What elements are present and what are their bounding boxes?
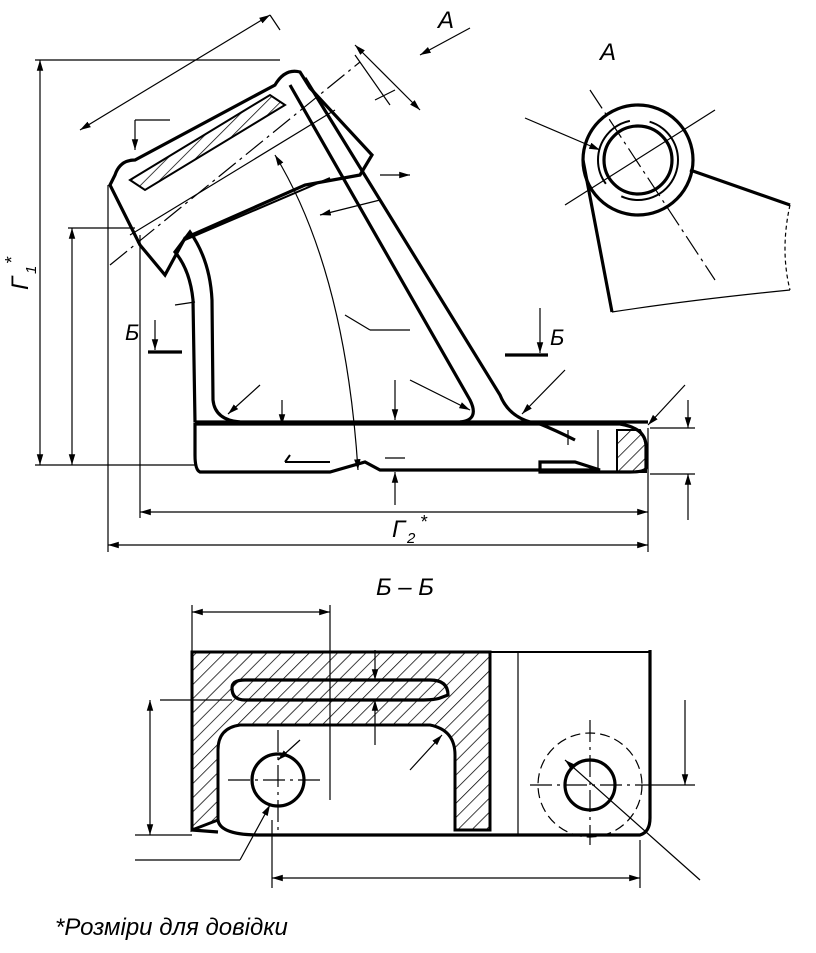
view-title: А — [598, 39, 616, 66]
view-arrow-label: А — [436, 7, 454, 34]
svg-text:Г: Г — [7, 275, 34, 290]
left-leg — [172, 229, 241, 424]
base-section-hatch — [616, 429, 647, 473]
section-body-hatch — [190, 650, 492, 833]
view-a — [524, 89, 791, 313]
rib — [288, 84, 475, 424]
section-title: Б – Б — [376, 574, 434, 601]
section-label-right: Б — [550, 325, 564, 350]
boss-outer-circle — [581, 103, 695, 217]
svg-text:*: * — [2, 256, 22, 264]
view-a-arrow — [419, 27, 471, 56]
main-view — [35, 14, 695, 552]
bore-circle — [602, 124, 674, 196]
svg-text:1: 1 — [23, 266, 40, 274]
svg-text:Г: Г — [392, 516, 407, 543]
svg-text:2: 2 — [406, 530, 416, 547]
svg-text:*: * — [420, 512, 428, 532]
footnote: *Розміри для довідки — [55, 914, 288, 941]
section-b-b — [135, 605, 701, 888]
base-plate — [193, 422, 648, 474]
dim-g1-label: Г 1 * — [2, 256, 40, 290]
dim-g2-label: Г 2 * — [392, 512, 428, 547]
section-label-left: Б — [125, 320, 139, 345]
